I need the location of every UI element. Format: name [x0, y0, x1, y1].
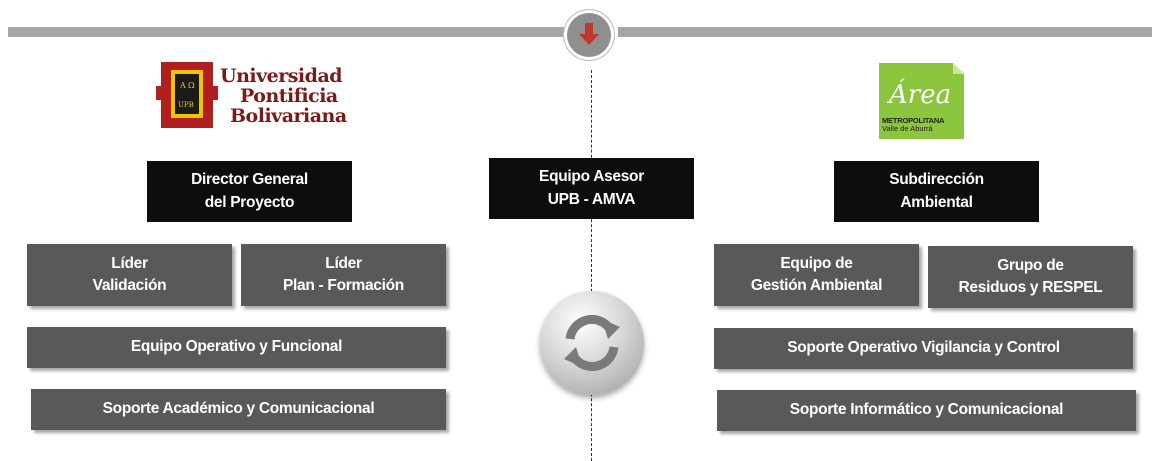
equipo-gestion-box: Equipo de Gestión Ambiental [714, 244, 919, 306]
top-bar-right [618, 27, 1152, 37]
seal-upb: UPB [178, 101, 194, 109]
lider-validacion-line1: Líder [111, 254, 148, 272]
soporte-operativo-label: Soporte Operativo Vigilancia y Control [787, 339, 1060, 357]
soporte-operativo-box: Soporte Operativo Vigilancia y Control [714, 328, 1133, 369]
subdireccion-line1: Subdirección [889, 171, 984, 189]
upb-line3: Bolivariana [230, 105, 347, 127]
subdireccion-line2: Ambiental [900, 193, 973, 211]
seal-omega: Ω [188, 81, 195, 90]
equipo-asesor-line1: Equipo Asesor [539, 168, 644, 186]
equipo-operativo-label: Equipo Operativo y Funcional [130, 338, 343, 356]
grupo-residuos-line2: Residuos y RESPEL [958, 279, 1103, 296]
soporte-academico-label: Soporte Académico y Comunicacional [102, 400, 375, 418]
seal-alpha: A [179, 81, 186, 90]
upb-seal-icon: A Ω UPB [156, 62, 218, 128]
soporte-informatico-label: Soporte Informático y Comunicacional [789, 401, 1064, 419]
center-dashed-line [591, 70, 592, 461]
area-logo-icon: Área [879, 63, 964, 139]
director-line2: del Proyecto [204, 193, 295, 211]
subdireccion-box: Subdirección Ambiental [834, 161, 1039, 222]
upb-logo: A Ω UPB Universidad Pontificia Bolivaria… [156, 60, 347, 130]
top-bar-left [8, 27, 564, 37]
lider-validacion-line2: Validación [92, 277, 167, 294]
lider-validacion-box: Líder Validación [27, 244, 232, 306]
lider-plan-line2: Plan - Formación [283, 277, 404, 294]
lider-plan-line1: Líder [325, 254, 362, 272]
director-general-box: Director General del Proyecto [147, 161, 352, 222]
upb-line2: Pontificia [240, 85, 338, 107]
director-line1: Director General [191, 171, 308, 189]
area-line1: METROPOLITANA [882, 116, 945, 125]
equipo-asesor-box: Equipo Asesor UPB - AMVA [489, 158, 694, 219]
sync-circle [540, 291, 644, 395]
soporte-academico-box: Soporte Académico y Comunicacional [31, 389, 446, 430]
upb-logo-text: Universidad Pontificia Bolivariana [220, 66, 347, 126]
equipo-gestion-line1: Equipo de [780, 254, 853, 272]
equipo-asesor-line2: UPB - AMVA [547, 190, 636, 208]
soporte-informatico-box: Soporte Informático y Comunicacional [717, 390, 1136, 431]
area-script: Área [887, 78, 951, 110]
down-arrow-icon [579, 23, 599, 45]
sync-icon [564, 315, 620, 371]
area-metropolitana-logo: Área METROPOLITANA Valle de Aburrá [879, 63, 964, 139]
grupo-residuos-line1: Grupo de [997, 256, 1064, 274]
grupo-residuos-box: Grupo de Residuos y RESPEL [928, 246, 1133, 308]
lider-plan-box: Líder Plan - Formación [241, 244, 446, 306]
area-line2: Valle de Aburrá [882, 124, 933, 133]
down-arrow-circle [564, 10, 614, 60]
equipo-gestion-line2: Gestión Ambiental [750, 277, 883, 294]
equipo-operativo-box: Equipo Operativo y Funcional [27, 327, 446, 368]
upb-line1: Universidad [220, 65, 343, 87]
